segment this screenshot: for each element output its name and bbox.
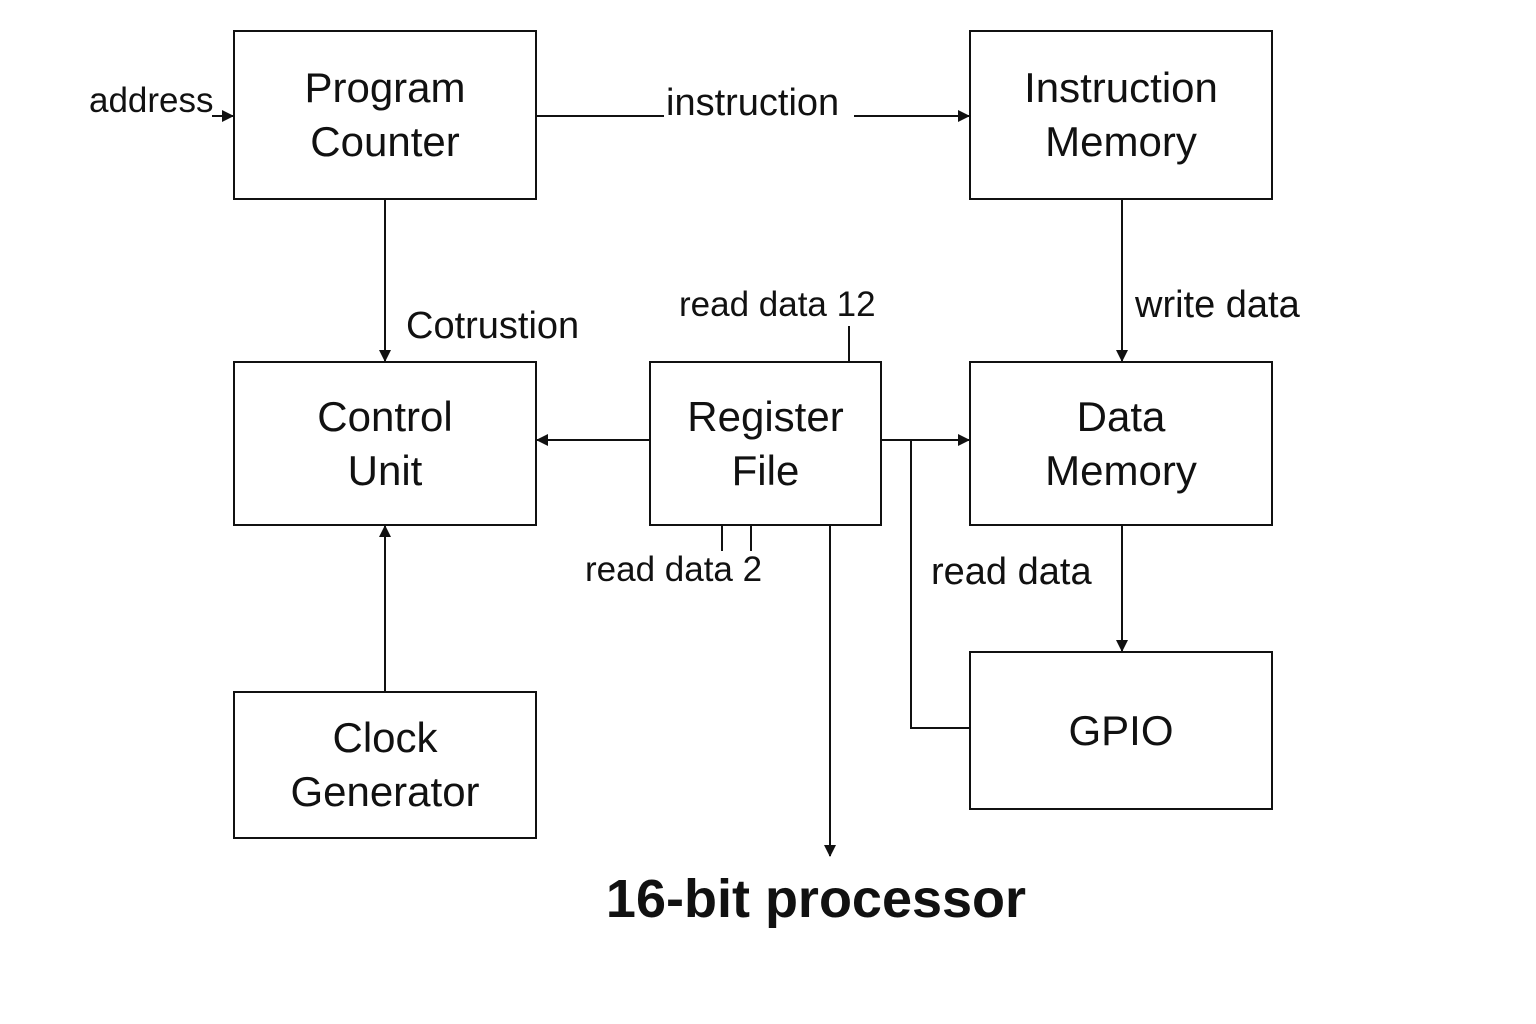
instruction-memory-block: Instruction Memory xyxy=(969,30,1273,200)
read-data-2-signal-label: read data 2 xyxy=(585,550,763,589)
clock-generator-label-1: Clock xyxy=(332,714,438,761)
write-data-signal-label: write data xyxy=(1135,284,1300,326)
program-counter-block: Program Counter xyxy=(233,30,537,200)
gpio-label: GPIO xyxy=(1068,706,1174,754)
read-data-signal-label: read data xyxy=(931,551,1092,593)
control-unit-label-1: Control xyxy=(317,392,453,440)
clock-generator-label-2: Generator xyxy=(290,768,480,815)
control-unit-label-2: Unit xyxy=(347,446,423,494)
data-memory-block: Data Memory xyxy=(969,361,1273,526)
instruction-memory-label-2: Memory xyxy=(1045,118,1197,165)
program-counter-label-1: Program xyxy=(304,64,466,111)
gpio-feedback-line xyxy=(910,440,969,729)
data-memory-label-1: Data xyxy=(1076,392,1166,440)
program-counter-label-2: Counter xyxy=(310,118,460,165)
clock-generator-block: Clock Generator xyxy=(233,691,537,839)
read-data-12-signal-label: read data 12 xyxy=(679,285,876,324)
register-file-label-1: Register xyxy=(687,392,844,440)
instruction-memory-label-1: Instruction xyxy=(1024,64,1218,111)
address-signal-label: address xyxy=(89,81,214,120)
gpio-block: GPIO xyxy=(969,651,1273,810)
data-memory-label-2: Memory xyxy=(1045,446,1197,494)
register-file-label-2: File xyxy=(731,446,800,494)
cotrustion-signal-label: Cotrustion xyxy=(406,305,580,347)
diagram-title: 16-bit processor xyxy=(605,869,1027,929)
instruction-signal-label: instruction xyxy=(664,82,842,124)
control-unit-block: Control Unit xyxy=(233,361,537,526)
register-file-block: Register File xyxy=(649,361,882,526)
